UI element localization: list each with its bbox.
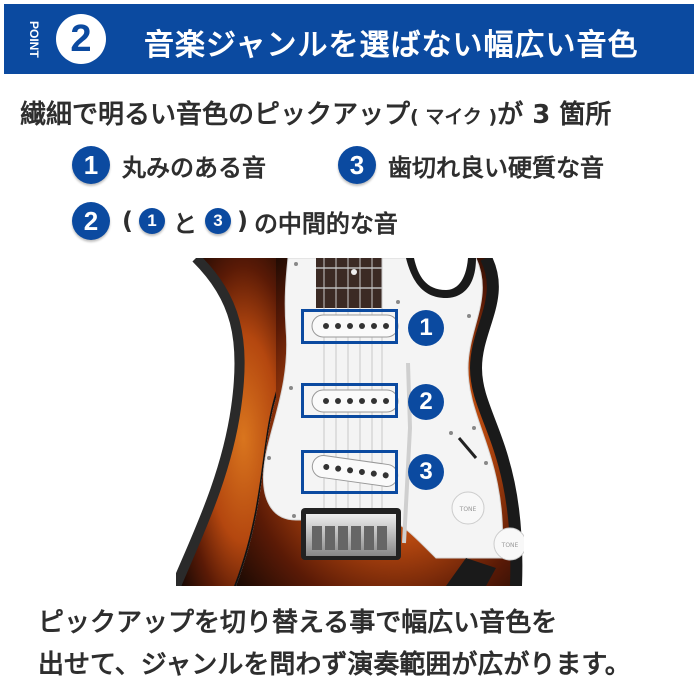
number-badge-1: 1 (72, 146, 110, 184)
legend-item-1: 1 丸みのある音 (72, 146, 266, 184)
legend-item-3: 3 歯切れ良い硬質な音 (338, 146, 604, 184)
legend-text-2: の中間的な音 (253, 209, 398, 238)
description-line-1: ピックアップを切り替える事で幅広い音色を (38, 608, 558, 638)
legend-item-2: 2 ( 1 と 3 ) の中間的な音 (72, 202, 398, 240)
svg-text:TONE: TONE (501, 542, 519, 549)
callout-badge-2: 2 (408, 384, 444, 420)
svg-text:TONE: TONE (459, 506, 477, 513)
callout-box-3 (301, 450, 398, 494)
header-banner: POINT 2 音楽ジャンルを選ばない幅広い音色 (4, 4, 694, 74)
subtitle: 繊細で明るい音色のピックアップ( マイク )が 3 箇所 (20, 94, 611, 131)
page-title: 音楽ジャンルを選ばない幅広い音色 (144, 28, 639, 63)
number-badge-2: 2 (72, 202, 110, 240)
point-number-badge: 2 (56, 14, 106, 64)
guitar-illustration: TONE TONE (176, 258, 524, 586)
ref-badge-3: 3 (204, 208, 231, 234)
subtitle-prefix: 繊細で明るい音色のピックアップ (20, 100, 411, 130)
callout-badge-3: 3 (408, 454, 444, 490)
pickup-bridge (311, 455, 399, 487)
callout-box-2 (301, 383, 398, 418)
open-paren: ( (122, 207, 133, 235)
pickup-neck (311, 314, 399, 338)
legend-text-1: 丸みのある音 (122, 153, 266, 182)
ref-badge-1: 1 (138, 208, 165, 234)
subtitle-paren: ( マイク ) (410, 106, 498, 128)
pickup-middle (311, 389, 399, 413)
subtitle-suffix: が 3 箇所 (497, 100, 612, 130)
callout-box-1 (301, 309, 398, 344)
conjunction: と (172, 209, 197, 238)
guitar-image: TONE TONE 1 2 3 (176, 258, 524, 586)
callout-badge-1: 1 (408, 310, 444, 346)
legend-text-3: 歯切れ良い硬質な音 (388, 153, 604, 182)
number-badge-3: 3 (338, 146, 376, 184)
close-paren: ) (236, 207, 248, 235)
description-line-2: 出せて、ジャンルを問わず演奏範囲が広がります。 (38, 650, 631, 680)
point-label: POINT (27, 20, 41, 58)
